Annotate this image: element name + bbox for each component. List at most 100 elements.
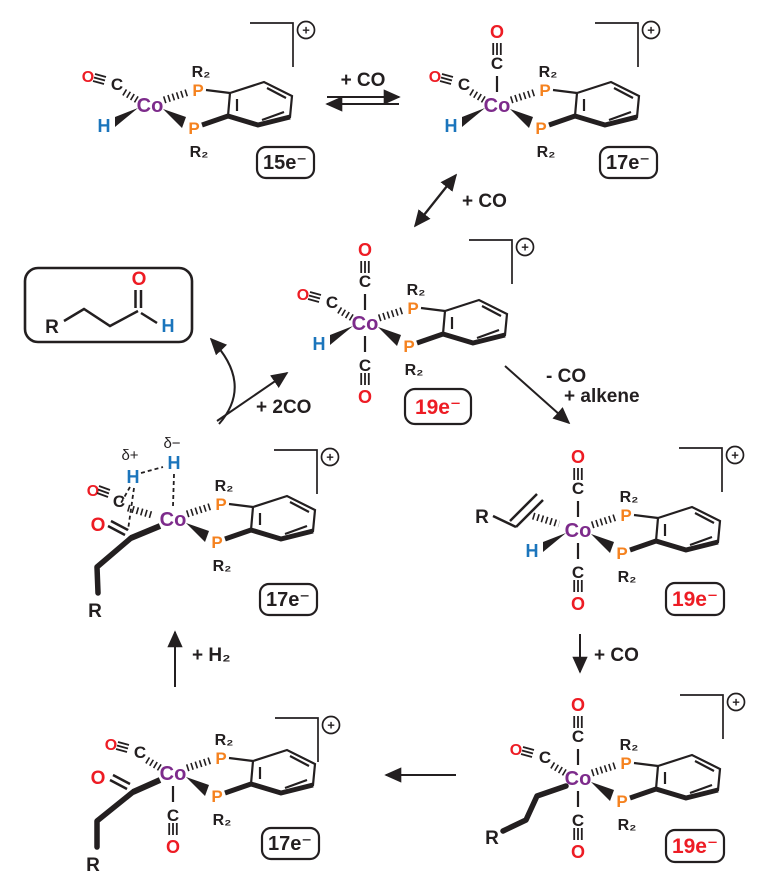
electron-count-box — [598, 145, 659, 180]
complex-19e-alkyl: R 19e⁻ — [485, 692, 746, 864]
carbonyl-ligand — [569, 445, 587, 519]
carbonyl-ligand — [569, 789, 587, 864]
complex-19e-alkene: R 19e⁻ — [475, 445, 745, 617]
dashed-bond — [172, 473, 175, 507]
cation-bracket — [679, 692, 746, 740]
regeneration-arrow — [216, 372, 289, 422]
double-bond — [112, 773, 131, 786]
carbonyl-ligand — [569, 541, 587, 616]
diphosphine-ligand — [160, 732, 315, 829]
oxygen-atom: O — [91, 768, 106, 789]
cation-bracket — [594, 20, 661, 68]
dashed-bond — [140, 466, 164, 474]
electron-count-box — [260, 826, 321, 861]
cation-bracket — [273, 447, 340, 495]
cation-bracket — [678, 445, 745, 493]
complex-17e-acyl: O R 17e⁻ — [86, 715, 341, 876]
arrow-label: + CO — [341, 70, 386, 91]
cation-bracket — [249, 20, 316, 68]
hydrogen-atom: H — [168, 453, 181, 473]
carbonyl-ligand — [164, 784, 182, 859]
carbonyl-ligand — [429, 69, 486, 101]
electron-count-box — [664, 581, 726, 617]
electron-count-label: 15e⁻ — [263, 152, 307, 174]
double-bond — [110, 519, 129, 532]
triple-bond — [96, 492, 109, 498]
diphosphine-ligand — [352, 282, 507, 379]
aldehyde-product-box: R O H — [23, 266, 194, 344]
double-bond — [109, 778, 128, 791]
r-group: R — [86, 855, 100, 876]
oxygen-atom: O — [91, 515, 106, 536]
double-bond — [107, 524, 126, 537]
arrow-label: + H₂ — [192, 645, 231, 666]
reaction-arrow — [504, 365, 571, 425]
arrow-label: + CO — [594, 645, 639, 666]
alkyl-chain — [500, 783, 569, 834]
carbonyl-ligand — [510, 742, 567, 774]
diphosphine-ligand — [565, 737, 720, 834]
diphosphine-ligand — [160, 478, 315, 575]
co-addition-arrow: + CO — [572, 634, 639, 674]
acyl-chain — [94, 535, 134, 596]
hashed-wedge-bond — [531, 512, 561, 528]
complex-15e: 15e⁻ — [82, 20, 316, 180]
r-group: R — [485, 828, 499, 849]
alkene-double-bond — [515, 499, 544, 528]
carbonyl-ligand — [105, 737, 162, 769]
electron-count-label: 17e⁻ — [268, 833, 312, 855]
product-frame — [23, 266, 194, 344]
hydrogen-atom: H — [162, 316, 175, 336]
h2-addition-arrow: + H₂ — [167, 630, 231, 687]
alkene-double-bond — [509, 493, 538, 522]
carbonyl-ligand — [297, 287, 354, 319]
bond — [492, 514, 517, 529]
r-group: R — [45, 317, 59, 338]
arrow-label: + 2CO — [256, 397, 311, 418]
hydride-ligand — [525, 533, 566, 561]
electron-count-box — [403, 387, 473, 426]
hydride-ligand — [444, 108, 485, 136]
complex-17e-top: 17e⁻ — [429, 20, 661, 180]
hydride-ligand — [312, 326, 353, 354]
oxygen-atom: O — [132, 269, 147, 290]
electron-count-box — [664, 828, 726, 864]
bond — [140, 311, 158, 325]
dashed-bond — [127, 487, 135, 531]
r-group: R — [475, 507, 489, 528]
hydride-ligand — [97, 108, 138, 136]
delta-minus-label: δ− — [163, 435, 180, 452]
cation-bracket — [468, 237, 535, 285]
carbonyl-ligand — [356, 238, 374, 312]
electron-count-label: 17e⁻ — [606, 152, 650, 174]
acyl-chain — [94, 789, 136, 850]
arrow-label-line1: - CO — [546, 366, 586, 387]
bold-bond — [131, 777, 162, 795]
complex-19e-center: 19e⁻ — [297, 237, 535, 426]
equilibrium-arrow-reverse — [413, 181, 451, 228]
r-group: R — [88, 601, 102, 622]
electron-count-label: 19e⁻ — [415, 396, 461, 419]
arrow-label: + CO — [462, 191, 507, 212]
dashed-bond — [120, 486, 131, 504]
equilibrium-diagonal: + CO — [413, 173, 507, 228]
diphosphine-ligand — [565, 489, 720, 586]
product-release-arrows: + 2CO — [209, 337, 311, 425]
electron-count-label: 19e⁻ — [672, 588, 718, 611]
hydrogen-atom: H — [127, 467, 140, 487]
equilibrium-top: + CO — [325, 70, 401, 112]
oxygen-atom: O — [87, 483, 99, 500]
electron-count-label: 17e⁻ — [266, 589, 310, 611]
complex-17e-sigma-h2: O C O R δ+ δ− H H 17e⁻ — [87, 435, 340, 622]
cation-bracket — [274, 715, 341, 763]
triple-bond — [98, 485, 111, 491]
carbonyl-ligand — [488, 20, 506, 94]
carbon-atom: C — [113, 492, 125, 511]
triple-bond — [97, 488, 110, 495]
delta-plus-label: δ+ — [121, 447, 138, 464]
carbonyl-ligand — [569, 693, 587, 767]
bold-bond — [129, 523, 162, 541]
alkyl-chain — [63, 307, 139, 328]
